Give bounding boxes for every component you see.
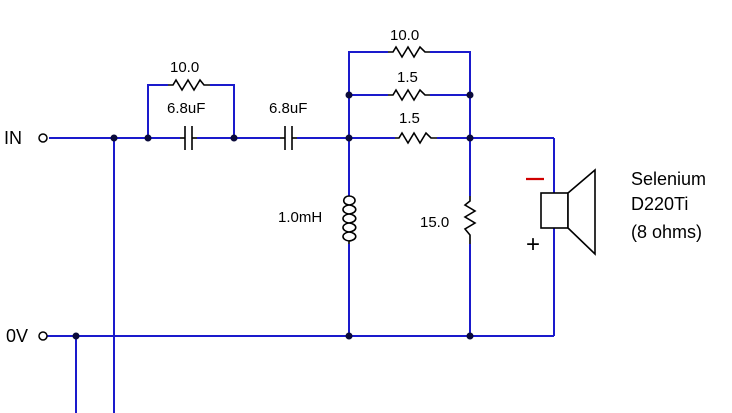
wire-ladder-left: [348, 51, 388, 138]
resistor-bot: 1.5: [395, 110, 437, 145]
wire-bypass-right: [210, 84, 235, 138]
inductor: 1.0mH: [278, 195, 357, 244]
r-mid-zigzag: [388, 88, 430, 102]
terminal-zero-v-label: 0V: [6, 326, 28, 346]
r-bot-zigzag: [395, 131, 437, 145]
terminal-in-label: IN: [4, 128, 22, 148]
capacitor-c1: 6.8uF: [167, 100, 205, 150]
speaker-cone-icon: [567, 168, 596, 256]
speaker-model: D220Ti: [631, 194, 688, 214]
r-mid-label: 1.5: [397, 69, 418, 86]
c1-label: 6.8uF: [167, 100, 205, 117]
resistor-shunt: 15.0: [420, 196, 477, 244]
junction-dot: [144, 134, 152, 142]
terminal-zero-v: 0V: [6, 326, 48, 346]
r-bypass-zigzag: [168, 78, 210, 92]
speaker-magnet: [540, 192, 569, 229]
junction-dot: [466, 91, 474, 99]
wires: [44, 51, 555, 413]
c2-label: 6.8uF: [269, 100, 307, 117]
r-bypass-label: 10.0: [170, 59, 199, 76]
junction-dot: [230, 134, 238, 142]
wire-bypass-left: [147, 84, 168, 138]
inductor-coil-left: [342, 195, 350, 244]
resistor-bypass: 10.0: [168, 59, 210, 92]
resistor-mid: 1.5: [388, 69, 430, 102]
junction-dot: [72, 332, 80, 340]
junction-dot: [466, 134, 474, 142]
r-top-label: 10.0: [390, 27, 419, 44]
junction-dot: [345, 134, 353, 142]
inductor-coil-right: [348, 195, 357, 242]
terminal-zero-v-circle: [38, 331, 48, 341]
junctions: [72, 91, 474, 340]
r-bot-label: 1.5: [399, 110, 420, 127]
junction-dot: [345, 91, 353, 99]
r-shunt-label: 15.0: [420, 214, 449, 231]
junction-dot: [345, 332, 353, 340]
junction-dot: [466, 332, 474, 340]
wire-ladder-right: [430, 51, 471, 138]
terminal-in: IN: [4, 128, 48, 148]
junction-dot: [110, 134, 118, 142]
r-top-zigzag: [388, 45, 430, 59]
resistor-top: 10.0: [388, 27, 430, 59]
speaker: + Selenium D220Ti (8 ohms): [526, 168, 706, 258]
speaker-plus-sign: +: [526, 231, 540, 258]
terminal-in-circle: [38, 133, 48, 143]
r-shunt-zigzag: [463, 196, 477, 244]
capacitor-c2: 6.8uF: [269, 100, 307, 150]
speaker-impedance: (8 ohms): [631, 222, 702, 242]
speaker-brand: Selenium: [631, 169, 706, 189]
inductor-label: 1.0mH: [278, 209, 322, 226]
